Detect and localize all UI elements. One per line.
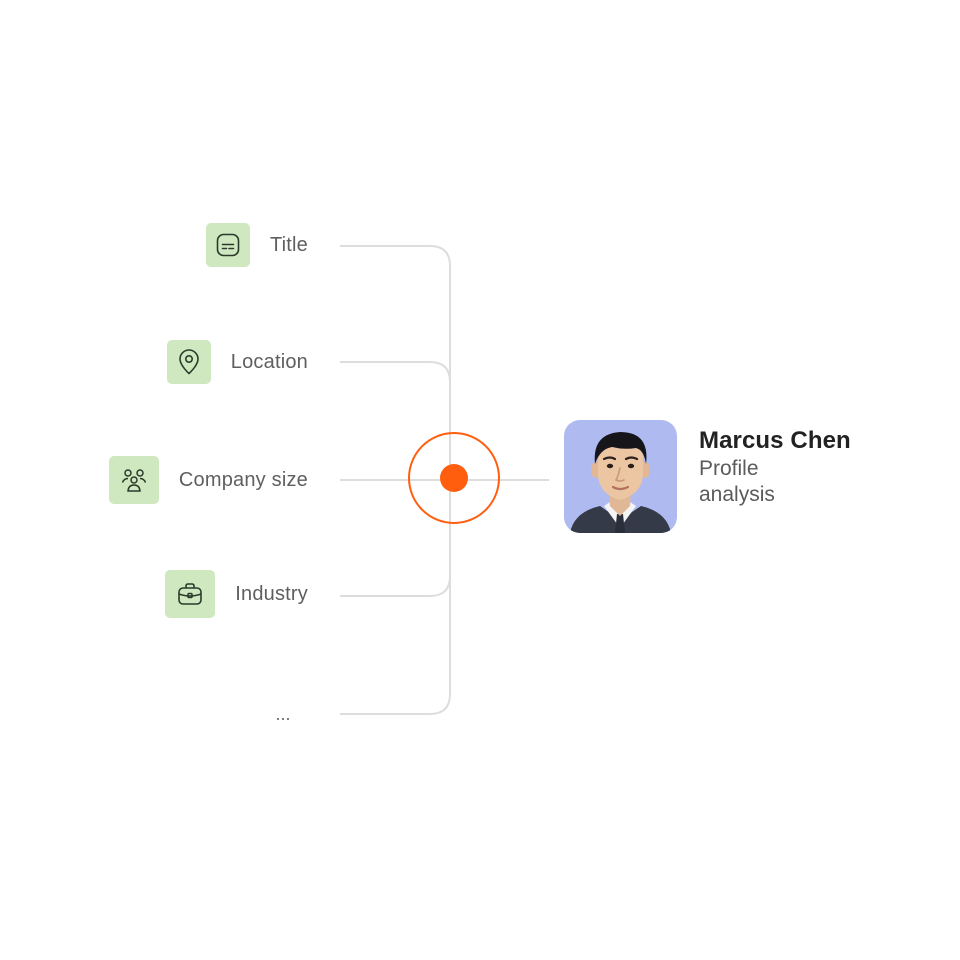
attribute-industry: Industry	[165, 570, 308, 618]
more-attributes-ellipsis: ...	[275, 704, 291, 724]
attribute-company-size: Company size	[108, 456, 308, 504]
attribute-label-industry: Industry	[235, 582, 308, 605]
connector-industry	[340, 575, 451, 597]
profile-card: Marcus Chen Profile analysis	[699, 426, 851, 508]
profile-subtitle: Profile analysis	[699, 457, 775, 506]
map-pin-icon	[166, 340, 211, 384]
attribute-location: Location	[166, 338, 308, 386]
hub-ring	[408, 432, 500, 524]
subtitles-icon	[205, 223, 250, 267]
briefcase-icon	[165, 570, 216, 618]
profile-name: Marcus Chen	[699, 427, 851, 454]
attribute-label-title: Title	[269, 233, 308, 256]
avatar	[564, 420, 677, 533]
people-group-icon	[108, 456, 159, 504]
attribute-label-location: Location	[230, 350, 308, 373]
attribute-label-company-size: Company size	[178, 468, 308, 491]
attribute-title: Title	[205, 221, 308, 269]
person-photo	[564, 420, 677, 533]
connector-location	[340, 361, 451, 383]
hub-dot	[440, 464, 468, 492]
